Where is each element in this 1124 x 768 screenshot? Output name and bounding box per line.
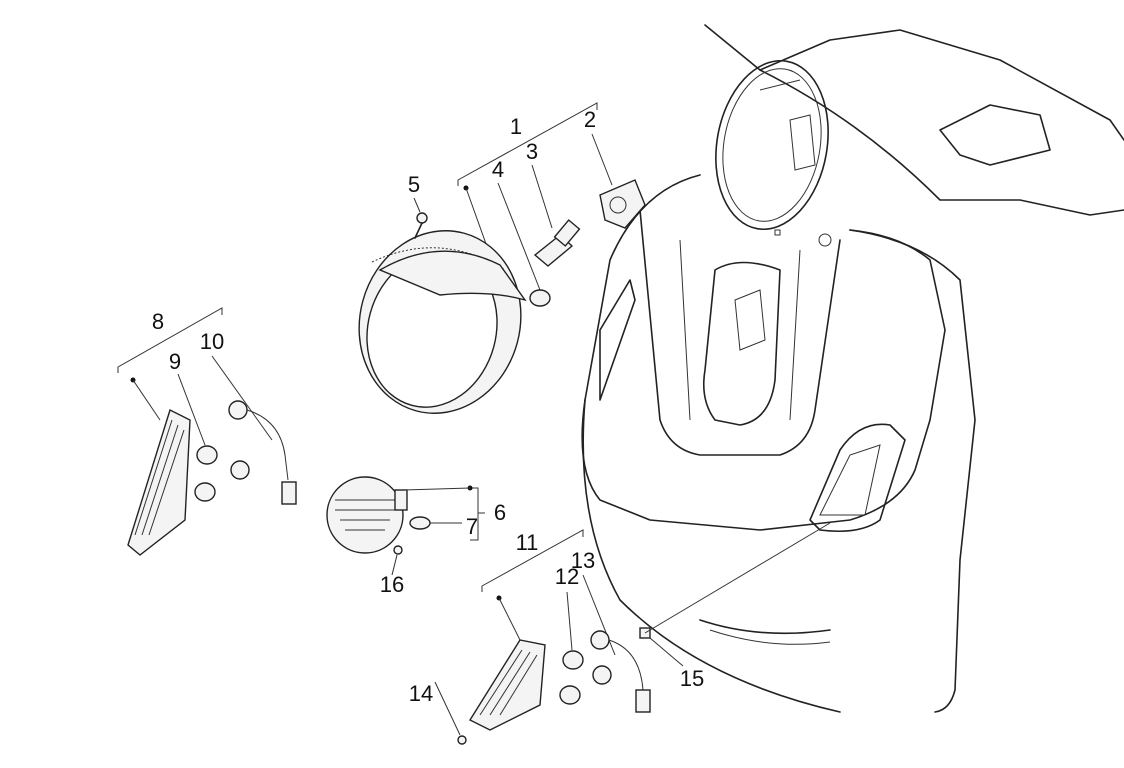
callout-14: 14 xyxy=(408,681,434,706)
callout-6: 6 xyxy=(493,500,507,525)
position-lamp-assembly xyxy=(326,476,485,576)
callout-8: 8 xyxy=(151,309,165,334)
callout-13: 13 xyxy=(570,548,596,573)
callout-2: 2 xyxy=(583,107,597,132)
scooter-front-shield xyxy=(581,24,1124,713)
callout-9: 9 xyxy=(168,349,182,374)
callout-5: 5 xyxy=(407,172,421,197)
callout-10: 10 xyxy=(199,329,225,354)
callout-3: 3 xyxy=(525,139,539,164)
callout-7: 7 xyxy=(465,514,479,539)
headlight-assembly xyxy=(358,102,646,414)
callout-11: 11 xyxy=(515,530,539,555)
callout-16: 16 xyxy=(379,572,405,597)
left-turn-signal-assembly xyxy=(117,307,297,556)
callout-15: 15 xyxy=(679,666,705,691)
right-turn-signal-assembly xyxy=(434,522,831,745)
callout-1: 1 xyxy=(509,114,523,139)
callout-12: 12 xyxy=(554,564,580,589)
callout-4: 4 xyxy=(491,157,505,182)
